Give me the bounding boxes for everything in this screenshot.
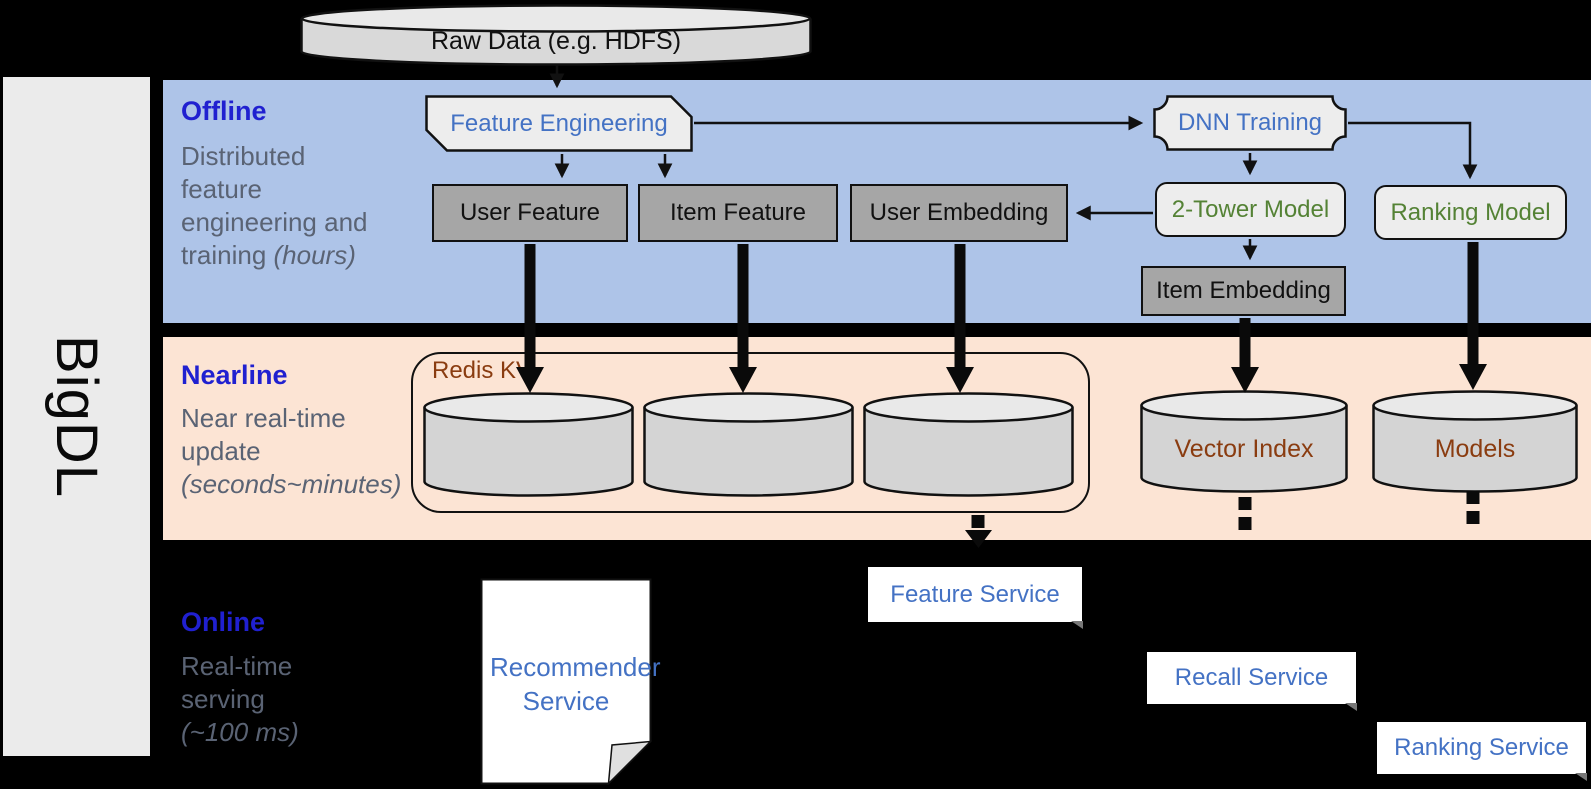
redis-cylinder-3 [863,392,1074,502]
offline-desc-line4: training (hours) [181,240,356,270]
bigdl-label: BigDL [44,335,110,498]
redis-kv-container [411,352,1090,513]
vector-index-store: Vector Index [1140,390,1348,498]
card-shape-icon [425,95,693,152]
nearline-title: Nearline [181,360,288,390]
two-tower-model-label: 2-Tower Model [1171,195,1330,223]
offline-desc-line2: feature [181,174,262,204]
nearline-desc-line1: Near real-time [181,403,346,433]
recommender-service-node: Recommender Service [480,578,661,786]
offline-desc-line1: Distributed [181,141,306,171]
user-feature-node: User Feature [432,184,628,242]
nearline-desc-line2: update [181,436,261,466]
raw-data-store: Raw Data (e.g. HDFS) [300,4,812,66]
item-feature-node: Item Feature [638,184,838,242]
cylinder-icon [863,392,1074,497]
offline-desc-line3: engineering and [181,207,368,237]
cylinder-icon [423,392,634,497]
bigdl-sidebar: BigDL [3,77,150,756]
two-tower-model-node: 2-Tower Model [1155,182,1346,237]
item-embedding-node: Item Embedding [1141,266,1346,316]
feature-service-label: Feature Service [890,580,1060,608]
online-description: Real-time serving (~100 ms) [181,650,431,749]
user-feature-label: User Feature [459,199,601,226]
offline-title: Offline [181,96,267,126]
cylinder-icon [1372,390,1578,493]
redis-kv-label: Redis KV [432,357,533,384]
online-desc-line2: serving [181,684,265,714]
cylinder-icon [1140,390,1348,493]
ranking-service-label: Ranking Service [1394,734,1569,761]
models-store: Models [1372,390,1578,498]
plaque-shape-icon [1153,95,1347,151]
feature-engineering-node: Feature Engineering [425,95,693,152]
ranking-service-node: Ranking Service [1377,722,1587,781]
nearline-description: Near real-time update (seconds~minutes) [181,402,441,501]
feature-service-node: Feature Service [868,567,1083,629]
redis-cylinder-2 [643,392,854,502]
document-shape-icon [480,578,653,786]
ranking-model-node: Ranking Model [1374,185,1567,240]
dnn-training-node: DNN Training [1153,95,1347,151]
online-title: Online [181,607,266,637]
item-embedding-label: Item Embedding [1156,277,1331,304]
recall-service-node: Recall Service [1147,652,1357,711]
redis-cylinder-1 [423,392,634,502]
item-feature-label: Item Feature [669,199,807,226]
recall-service-label: Recall Service [1174,664,1329,691]
offline-description: Distributed feature engineering and trai… [181,140,431,272]
online-desc-line3: (~100 ms) [181,717,299,747]
user-embedding-node: User Embedding [850,184,1068,242]
nearline-desc-line3: (seconds~minutes) [181,469,402,499]
user-embedding-label: User Embedding [869,199,1049,226]
cylinder-icon [643,392,854,497]
ranking-model-label: Ranking Model [1390,198,1551,226]
cylinder-icon [300,4,812,66]
online-desc-line1: Real-time [181,651,293,681]
